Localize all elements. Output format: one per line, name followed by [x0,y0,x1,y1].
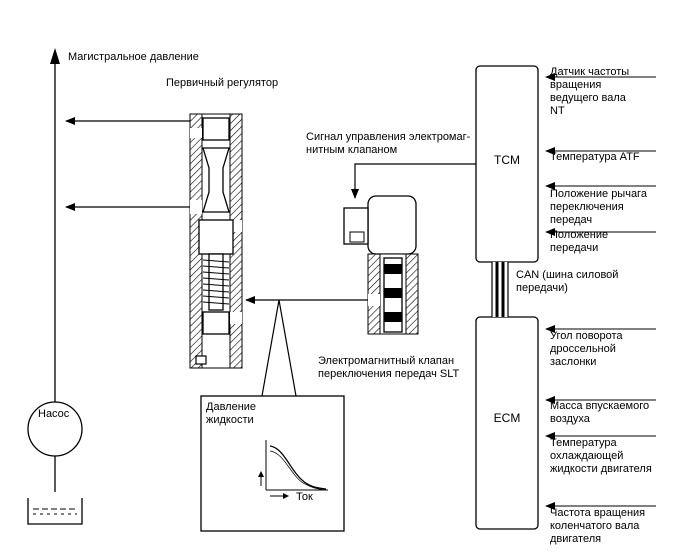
ecm-label: ECM [493,411,521,425]
graph-callout [261,299,297,397]
tcm-input-shift-lever: Положение рычага переключения передач [550,188,647,226]
graph-curve [269,445,327,490]
can-label: CAN (шина силовой передачи) [516,269,619,294]
tcm-input-gear-position: Положение передачи [550,229,609,254]
tcm-label: TCM [494,153,520,167]
main-pressure-line [50,48,60,492]
ecm-input-throttle: Угол поворота дроссельной заслонки [550,330,623,368]
current-label: Ток [296,491,313,503]
primary-regulator-label: Первичный регулятор [166,77,279,89]
ecm-input-air-mass: Масса впускаемого воздуха [550,400,650,425]
regulator-output-arrows [65,117,190,211]
can-bus-lines [491,262,509,317]
slt-solenoid-valve [343,195,419,335]
pump-circle [27,401,83,457]
pressure-current-graph [200,395,345,532]
primary-regulator-valve [189,113,243,369]
solenoid-signal-label: Сигнал управления электромаг- нитным кла… [306,131,471,156]
tcm-input-atf-temp: Температура ATF [550,151,640,163]
fluid-pressure-label: Давление жидкости [206,401,257,426]
ecm-input-engine-speed: Частота вращения коленчатого вала двигат… [550,507,646,545]
ecm-input-arrows [545,325,656,510]
main-pressure-label: Магистральное давление [68,51,199,63]
reservoir [27,498,83,525]
tcm-input-nt-sensor: Датчик частоты вращения ведущего вала NT [550,66,630,117]
pump-label: Насос [38,408,70,420]
slt-solenoid-label: Электромагнитный клапан переключения пер… [318,355,460,380]
ecm-input-coolant-temp: Температура охлаждающей жидкости двигате… [550,437,652,475]
tcm-input-arrows [545,73,656,236]
solenoid-signal-arrow [351,163,476,199]
